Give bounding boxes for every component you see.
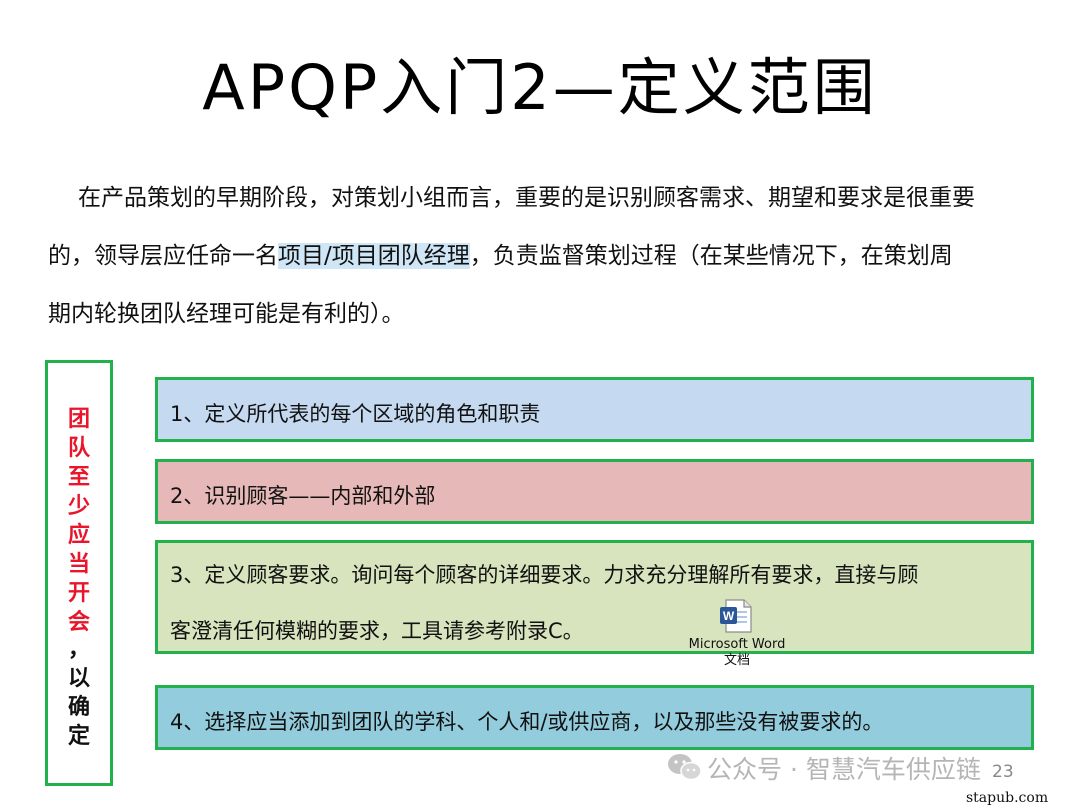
intro-line-2-pre: 的，领导层应任命一名 <box>48 243 278 269</box>
sidebar-char: 定 <box>67 724 90 749</box>
sidebar-char: 开 <box>67 581 90 606</box>
scope-item-3-text: 3、定义顾客要求。询问每个顾客的详细要求。力求充分理解所有要求，直接与顾 客澄清… <box>170 547 1021 659</box>
intro-line-3: 期内轮换团队经理可能是有利的）。 <box>48 301 405 327</box>
scope-item-2-text: 2、识别顾客——内部和外部 <box>170 484 436 508</box>
scope-item-4: 4、选择应当添加到团队的学科、个人和/或供应商，以及那些没有被要求的。 <box>155 685 1034 750</box>
wechat-icon <box>668 754 702 781</box>
word-doc-label-line-2: 文档 <box>723 653 750 668</box>
watermark-text: 公众号 · 智慧汽车供应链 <box>707 755 981 784</box>
scope-item-1-text: 1、定义所代表的每个区域的角色和职责 <box>170 402 541 426</box>
scope-item-3: 3、定义顾客要求。询问每个顾客的详细要求。力求充分理解所有要求，直接与顾 客澄清… <box>155 540 1034 654</box>
team-sidebar-box: 团 队 至 少 应 当 开 会 ， 以 确 定 <box>45 360 113 786</box>
intro-line-1: 在产品策划的早期阶段，对策划小组而言，重要的是识别顾客需求、期望和要求是很重要 <box>78 185 975 211</box>
sidebar-black-text: ， 以 确 定 <box>48 635 110 751</box>
sidebar-char: 会 <box>67 610 90 635</box>
sidebar-char: 应 <box>67 523 90 548</box>
intro-line-2-post: ，负责监督策划过程（在某些情况下，在策划周 <box>469 243 953 269</box>
sidebar-red-text: 团 队 至 少 应 当 开 会 <box>48 405 110 637</box>
scope-item-3-line-2: 客澄清任何模糊的要求，工具请参考附录C。 <box>170 619 584 643</box>
scope-item-1: 1、定义所代表的每个区域的角色和职责 <box>155 377 1034 442</box>
intro-line-2: 的，领导层应任命一名项目/项目团队经理，负责监督策划过程（在某些情况下，在策划周 <box>48 241 1028 271</box>
sidebar-char: 团 <box>67 407 90 432</box>
scope-item-3-line-1: 3、定义顾客要求。询问每个顾客的详细要求。力求充分理解所有要求，直接与顾 <box>170 563 919 587</box>
sidebar-char: 确 <box>67 695 90 720</box>
slide-title: APQP入门2—定义范围 <box>202 51 878 124</box>
scope-item-4-text: 4、选择应当添加到团队的学科、个人和/或供应商，以及那些没有被要求的。 <box>170 710 884 734</box>
word-doc-label-line-1: Microsoft Word <box>688 637 786 652</box>
sidebar-char: 当 <box>67 552 90 577</box>
sidebar-char: ， <box>67 637 90 662</box>
site-url: stapub.com <box>966 790 1049 806</box>
sidebar-char: 少 <box>67 494 90 519</box>
sidebar-char: 至 <box>67 465 90 490</box>
page-number: 23 <box>992 762 1014 782</box>
word-doc-label[interactable]: Microsoft Word 文档 <box>680 637 794 669</box>
sidebar-char: 以 <box>67 666 90 691</box>
svg-text:W: W <box>723 609 735 623</box>
sidebar-char: 队 <box>67 436 90 461</box>
scope-item-2: 2、识别顾客——内部和外部 <box>155 459 1034 524</box>
highlighted-role: 项目/项目团队经理 <box>278 243 470 269</box>
word-doc-icon[interactable]: W <box>718 598 754 634</box>
